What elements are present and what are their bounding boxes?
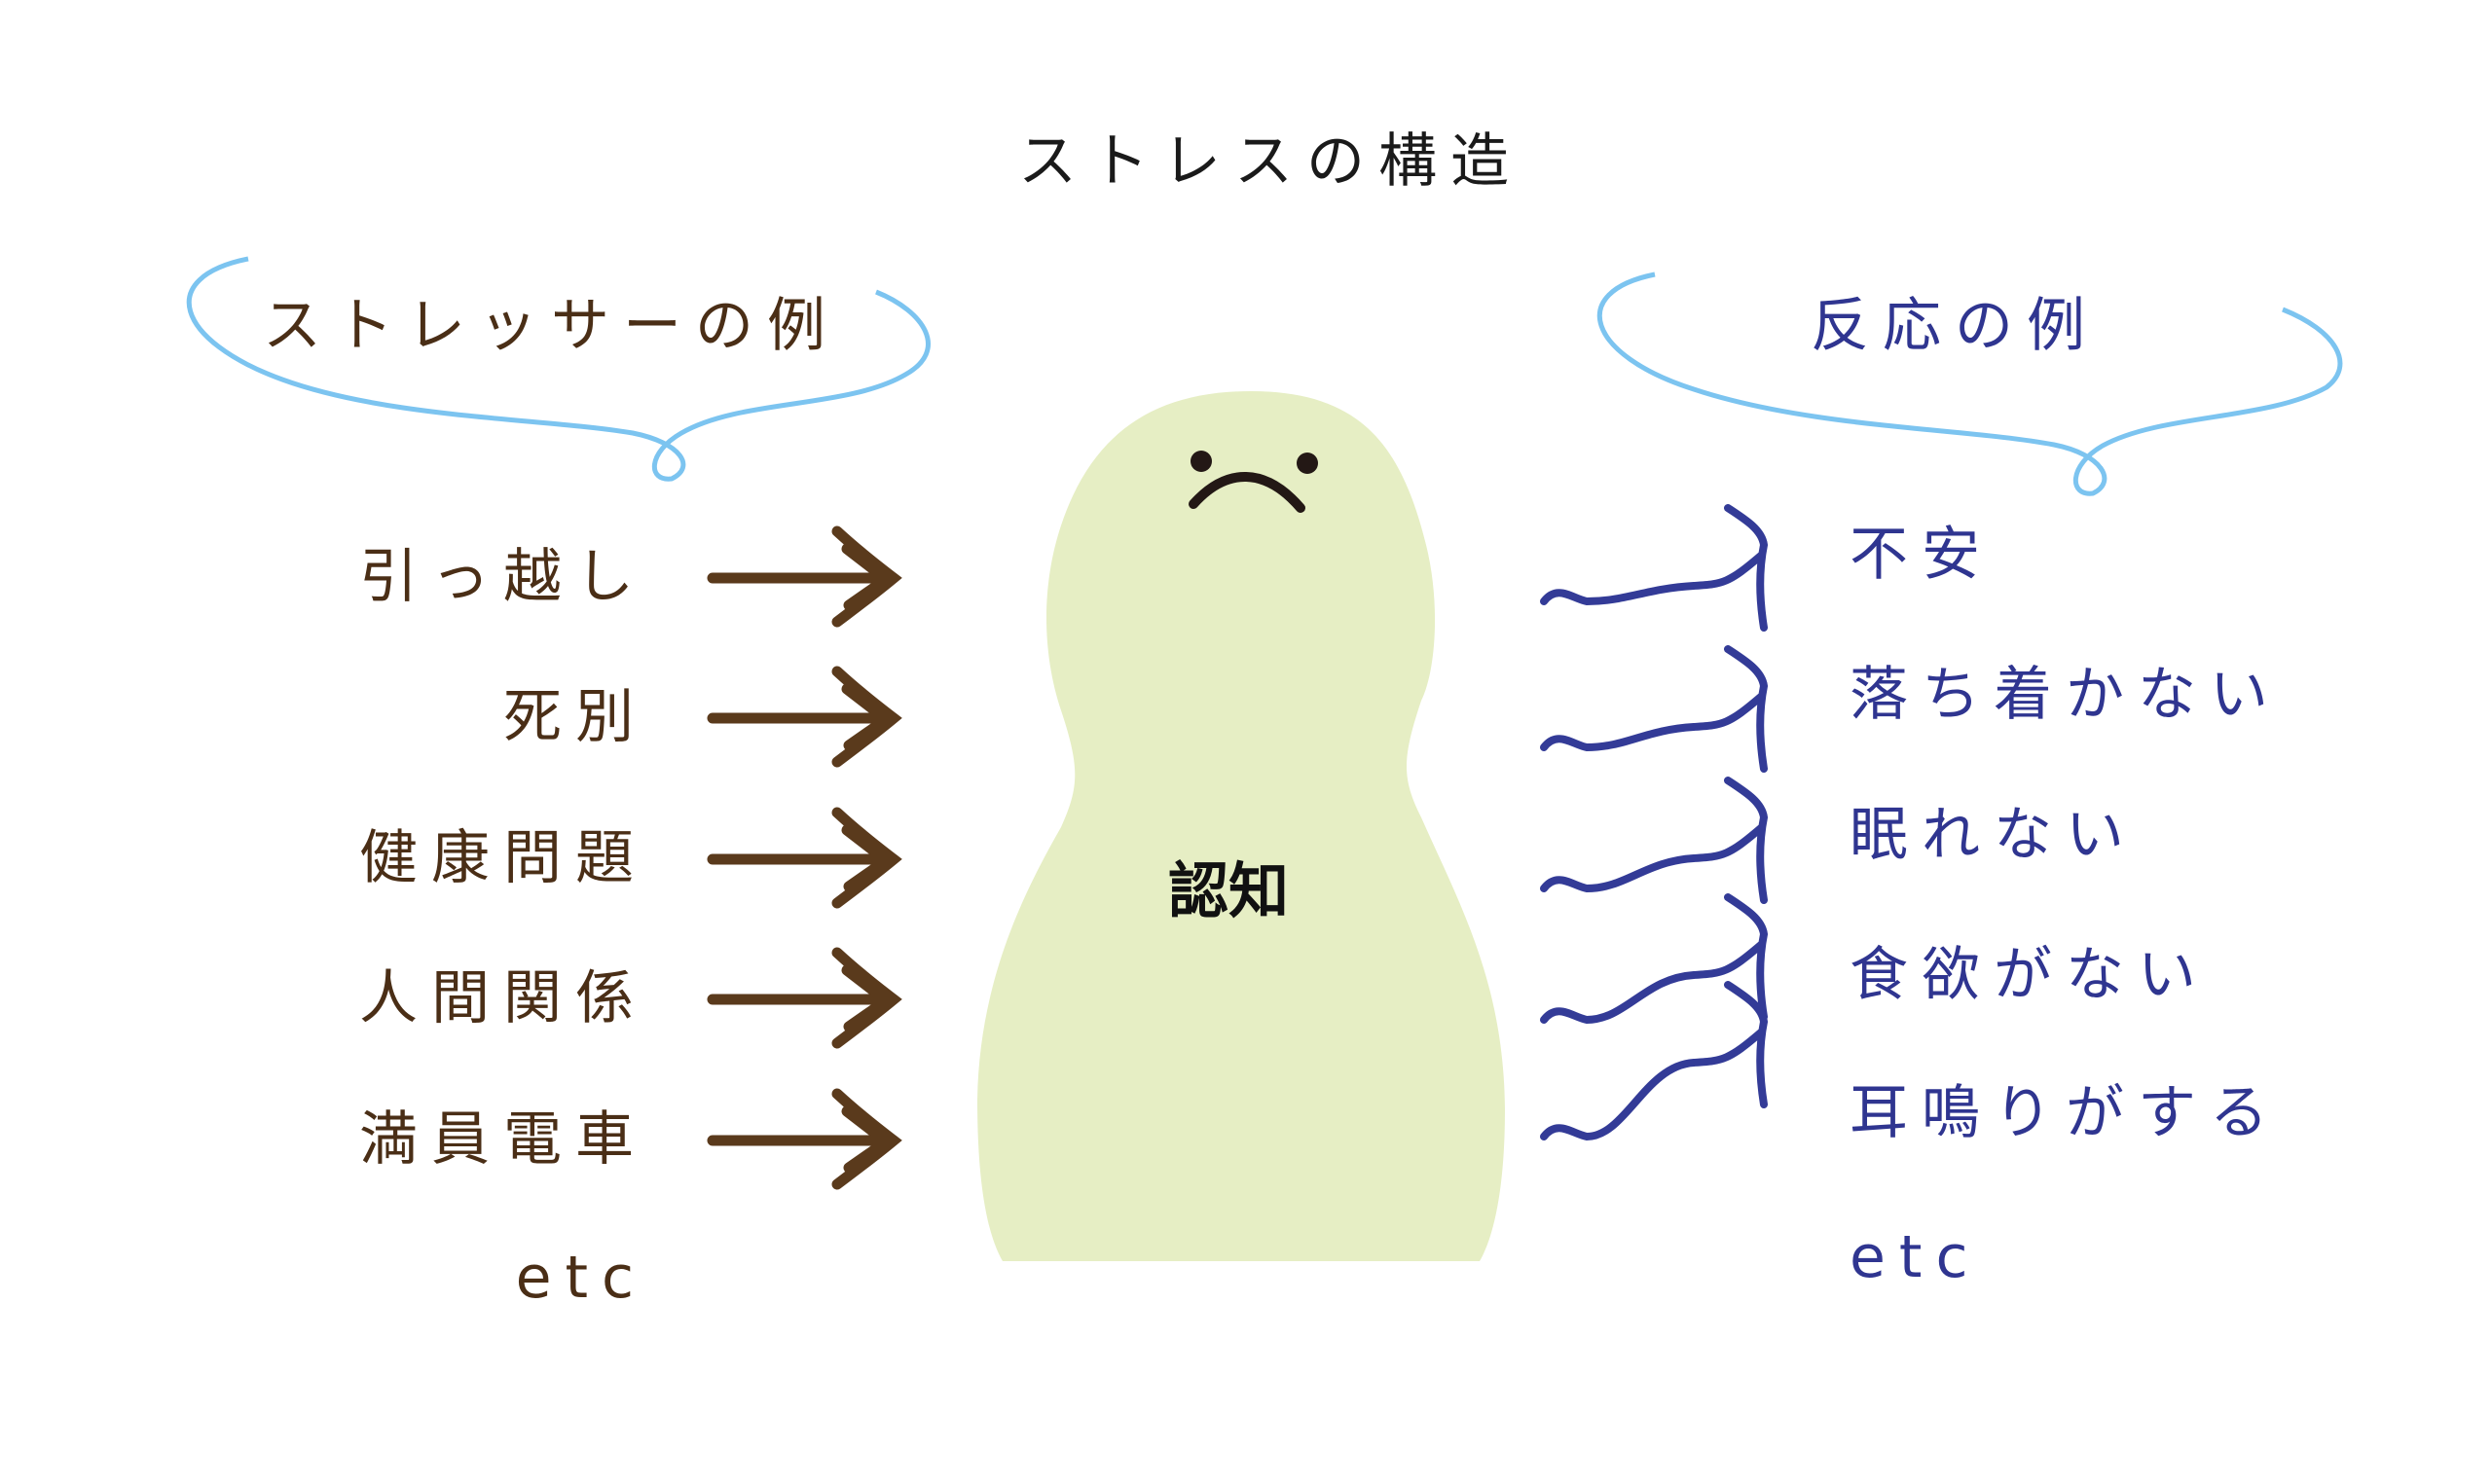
left-eye (1191, 451, 1212, 472)
reaction-arrows (1540, 504, 1769, 1141)
reaction-item: 落ち着かない (1850, 661, 2282, 729)
diagram-title: ストレスの構造 (1018, 127, 1522, 196)
right-eye (1297, 452, 1318, 474)
stressor-item: 人間関係 (359, 964, 647, 1032)
stressor-item: etc (515, 1244, 647, 1312)
brown-arrow (707, 947, 902, 1049)
reaction-item: etc (1850, 1223, 1982, 1291)
blue-wavy-arrow (1540, 981, 1769, 1141)
frown-mouth (1189, 472, 1305, 513)
blue-wavy-arrow (1540, 504, 1769, 632)
figure-label: 認知 (1168, 855, 1290, 926)
reaction-item: 眠れない (1850, 801, 2138, 869)
blue-wavy-arrow (1540, 645, 1769, 773)
brown-arrow (707, 666, 902, 768)
stressor-item: 健康問題 (359, 824, 647, 892)
stressor-arrows (707, 525, 902, 1190)
stressors-heading: ストレッサーの例 (263, 292, 839, 360)
brown-arrow (707, 525, 902, 628)
brown-arrow (707, 807, 902, 909)
reactions-heading: 反応の例 (1811, 292, 2099, 360)
reaction-item: 不安 (1850, 521, 1994, 589)
stressor-item: 引っ越し (359, 543, 647, 611)
left-bracket (186, 256, 931, 482)
stressor-item: 死別 (503, 683, 647, 751)
stressor-item: 満員電車 (359, 1105, 647, 1174)
brown-arrow (707, 1088, 902, 1190)
figure-body (977, 391, 1505, 1261)
reaction-item: 耳鳴りがする (1850, 1079, 2282, 1147)
blue-wavy-arrow (1540, 777, 1769, 904)
right-bracket (1596, 271, 2343, 496)
reaction-item: 食欲がない (1850, 941, 2210, 1009)
blue-wavy-arrow (1540, 893, 1769, 1025)
